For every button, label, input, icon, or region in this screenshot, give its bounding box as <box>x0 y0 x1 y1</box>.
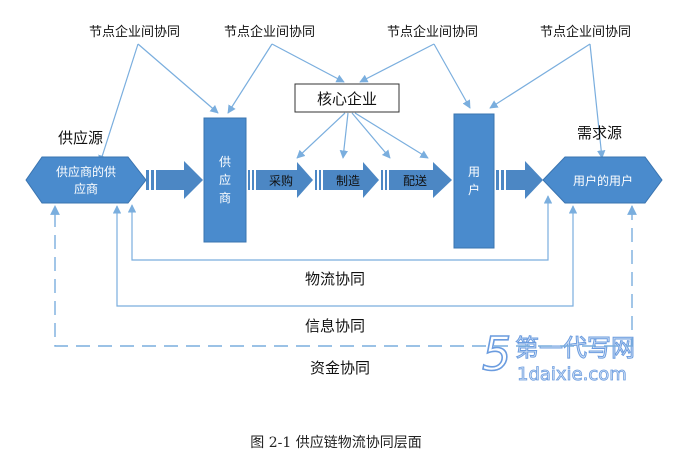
collab-label-4: 节点企业间协同 <box>540 24 631 40</box>
collab-line <box>359 43 435 83</box>
logistics-flow-line <box>127 195 553 261</box>
supplier-label-char: 商 <box>219 190 231 205</box>
collab-line <box>227 43 273 114</box>
capital-flow-line <box>50 205 637 347</box>
collab-line <box>589 43 606 159</box>
collab-line <box>433 43 471 109</box>
collab-line <box>271 43 345 83</box>
user-label-char: 用 <box>468 165 480 179</box>
user-of-user-node <box>542 156 663 204</box>
collab-label-2: 节点企业间协同 <box>224 24 315 40</box>
flow-arrow-1 <box>146 161 203 199</box>
watermark-title: 第一代写网 <box>515 334 635 362</box>
procurement-arrow <box>248 162 313 198</box>
flow-arrow-2 <box>496 161 543 199</box>
information-flow-line <box>112 205 578 307</box>
core-enterprise-label: 核心企业 <box>317 90 377 108</box>
distribution-label: 配送 <box>403 173 427 188</box>
user-label-char: 户 <box>468 182 480 197</box>
information-label: 信息协同 <box>305 317 365 335</box>
user-node <box>453 113 495 249</box>
core-line <box>339 112 349 159</box>
collab-label-1: 节点企业间协同 <box>89 24 180 40</box>
collaboration-lines <box>98 43 606 164</box>
supply-source-label: 供应源 <box>58 129 103 147</box>
core-line <box>351 112 391 159</box>
core-line <box>296 112 346 159</box>
core-line <box>354 112 429 159</box>
collab-line <box>98 43 139 164</box>
user-of-user-label: 用户的用户 <box>573 173 633 188</box>
supplier-label-char: 供 <box>219 155 231 169</box>
supplier-of-supplier-label-line1: 供应商的供 <box>56 164 116 179</box>
manufacturing-arrow <box>315 162 379 198</box>
capital-label: 资金协同 <box>310 359 370 377</box>
distribution-arrow <box>381 162 452 198</box>
collab-label-3: 节点企业间协同 <box>387 24 478 40</box>
collab-line <box>489 43 591 109</box>
procurement-label: 采购 <box>269 173 293 188</box>
supplier-node <box>203 117 247 243</box>
collab-line <box>137 43 219 114</box>
supplier-of-supplier-label-line2: 应商 <box>74 181 98 196</box>
supplier-label-char: 应 <box>219 172 231 187</box>
manufacturing-label: 制造 <box>336 174 360 188</box>
figure-caption: 图 2-1 供应链物流协同层面 <box>250 434 421 451</box>
core-enterprise-box <box>294 83 400 113</box>
demand-source-label: 需求源 <box>577 124 622 142</box>
supplier-of-supplier-node <box>25 156 147 204</box>
watermark-logo-glyph: 5 <box>482 327 511 381</box>
logistics-label: 物流协同 <box>305 270 365 288</box>
watermark-url: 1daixie.com <box>517 364 627 385</box>
watermark: 5 第一代写网 1daixie.com <box>481 326 635 385</box>
